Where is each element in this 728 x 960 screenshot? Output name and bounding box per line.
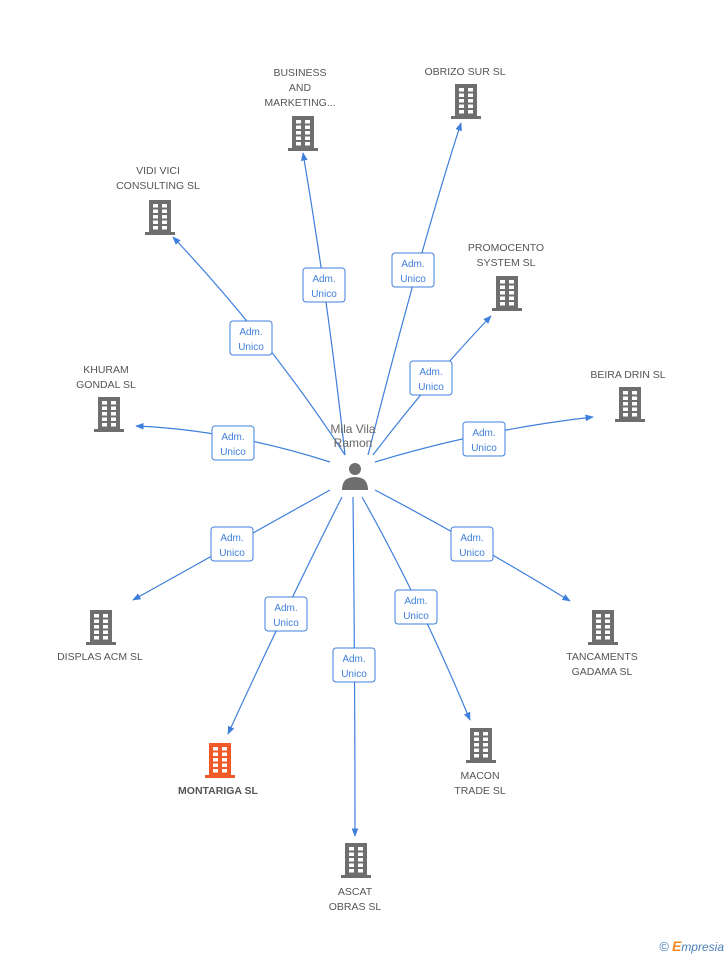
company-label: BUSINESS: [273, 67, 326, 79]
building-icon: [466, 728, 496, 763]
relation-label: Adm. Unico: [210, 526, 254, 562]
relation-box: [394, 589, 438, 625]
company-node-ascat-obras[interactable]: ASCAT OBRAS SL: [329, 843, 382, 913]
building-icon: [288, 116, 318, 151]
relation-box: [264, 596, 308, 632]
relation-label: Adm. Unico: [229, 320, 273, 356]
relation-text: Unico: [219, 548, 245, 559]
relation-text: Unico: [471, 443, 497, 454]
company-label: ASCAT: [338, 886, 373, 898]
company-node-business-and-marketing[interactable]: BUSINESS AND MARKETING...: [264, 67, 336, 151]
company-node-tancaments-gadama[interactable]: TANCAMENTS GADAMA SL: [566, 610, 638, 678]
relation-box: [462, 421, 506, 457]
relation-text: Adm.: [460, 533, 483, 544]
edge-arrow: [300, 152, 346, 456]
company-node-displas-acm[interactable]: DISPLAS ACM SL: [57, 610, 143, 663]
relation-text: Unico: [403, 611, 429, 622]
relation-label: Adm. Unico: [394, 589, 438, 625]
edge-arrow: [367, 122, 462, 456]
relation-box: [302, 267, 346, 303]
company-label: GONDAL SL: [76, 379, 136, 391]
company-label: OBRAS SL: [329, 901, 382, 913]
relation-text: Adm.: [404, 596, 427, 607]
building-icon: [94, 397, 124, 432]
relation-label: Adm. Unico: [332, 647, 376, 683]
building-icon: [588, 610, 618, 645]
company-label: SYSTEM SL: [477, 257, 536, 269]
relation-text: Adm.: [419, 367, 442, 378]
company-node-macon-trade[interactable]: MACON TRADE SL: [454, 728, 506, 797]
company-label: AND: [289, 82, 312, 94]
relation-label: Adm. Unico: [264, 596, 308, 632]
relation-box: [391, 252, 435, 288]
relation-text: Adm.: [472, 428, 495, 439]
building-icon: [205, 743, 235, 778]
relation-label: Adm. Unico: [409, 360, 453, 396]
company-label: VIDI VICI: [136, 165, 180, 177]
relation-box: [332, 647, 376, 683]
relation-label: Adm. Unico: [450, 526, 494, 562]
brand-initial: E: [671, 938, 682, 954]
company-label: MONTARIGA SL: [178, 785, 258, 797]
relation-label: Adm. Unico: [302, 267, 346, 303]
building-icon: [341, 843, 371, 878]
relation-box: [450, 526, 494, 562]
company-label: GADAMA SL: [572, 666, 633, 678]
relation-text: Adm.: [342, 654, 365, 665]
person-name-label: Ramon: [334, 436, 373, 450]
company-node-montariga[interactable]: MONTARIGA SL: [178, 743, 259, 797]
relation-box: [229, 320, 273, 356]
relation-text: Adm.: [220, 533, 243, 544]
building-icon: [145, 200, 175, 235]
relation-label: Adm. Unico: [391, 252, 435, 288]
person-icon: [342, 463, 368, 490]
relation-text: Adm.: [312, 274, 335, 285]
relation-text: Unico: [238, 342, 264, 353]
company-label: DISPLAS ACM SL: [57, 651, 143, 663]
brand-name: mpresia: [681, 940, 724, 954]
company-label: MARKETING...: [264, 97, 335, 109]
relation-text: Unico: [220, 447, 246, 458]
company-label: OBRIZO SUR SL: [424, 66, 505, 78]
relation-text: Adm.: [274, 603, 297, 614]
building-icon: [451, 84, 481, 119]
empresia-brand: ©Empresia: [659, 938, 724, 954]
relation-text: Unico: [418, 382, 444, 393]
company-label: TANCAMENTS: [566, 651, 638, 663]
relation-text: Unico: [311, 289, 337, 300]
company-node-obrizo-sur[interactable]: OBRIZO SUR SL: [424, 66, 506, 119]
company-label: BEIRA DRIN SL: [590, 369, 665, 381]
company-label: CONSULTING SL: [116, 180, 200, 192]
relation-text: Adm.: [239, 327, 262, 338]
relation-text: Unico: [400, 274, 426, 285]
relation-text: Adm.: [221, 432, 244, 443]
company-label: TRADE SL: [454, 785, 506, 797]
relation-text: Unico: [273, 618, 299, 629]
company-node-vidi-vici-consulting[interactable]: VIDI VICI CONSULTING SL: [116, 165, 200, 235]
relation-label: Adm. Unico: [211, 425, 255, 461]
relation-box: [210, 526, 254, 562]
company-node-beira-drin[interactable]: BEIRA DRIN SL: [590, 369, 666, 422]
person-name-label: Mila Vila: [330, 422, 375, 436]
relation-text: Adm.: [401, 259, 424, 270]
relation-text: Unico: [459, 548, 485, 559]
building-icon: [86, 610, 116, 645]
relation-label: Adm. Unico: [462, 421, 506, 457]
company-label: KHURAM: [83, 364, 129, 376]
company-node-khuram-gondal[interactable]: KHURAM GONDAL SL: [76, 364, 136, 432]
relation-box: [211, 425, 255, 461]
company-node-promocento-system[interactable]: PROMOCENTO SYSTEM SL: [468, 242, 544, 311]
copyright-icon: ©: [659, 939, 669, 954]
building-icon: [492, 276, 522, 311]
company-label: PROMOCENTO: [468, 242, 544, 254]
building-icon: [615, 387, 645, 422]
relation-box: [409, 360, 453, 396]
relation-text: Unico: [341, 669, 367, 680]
company-label: MACON: [460, 770, 499, 782]
